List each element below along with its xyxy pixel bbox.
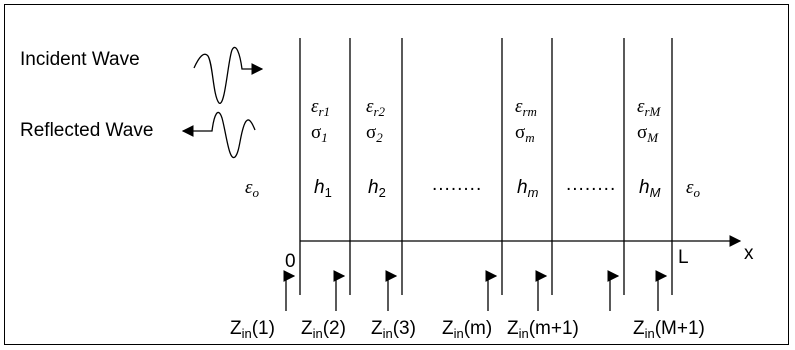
layer-ellipsis: ........ — [566, 174, 617, 195]
reflected-wave-icon — [181, 111, 256, 158]
layer-2-epsilon: εr2 — [366, 96, 386, 119]
layer-m-epsilon: εrm — [515, 96, 537, 119]
right-medium-epsilon: εo — [686, 177, 700, 200]
impedance-label: Zin(2) — [301, 318, 346, 341]
impedance-label: Zin(m) — [442, 318, 493, 341]
layer-M-thickness: hM — [639, 177, 661, 200]
impedance-label: Zin(m+1) — [507, 318, 579, 341]
layer-1-epsilon: εr1 — [311, 96, 331, 119]
impedance-arrow-icon — [607, 270, 620, 311]
impedance-arrow-icon — [535, 270, 548, 311]
layer-boundaries — [299, 38, 673, 295]
diagram-frame — [4, 4, 789, 345]
layer-M-sigma: σM — [637, 122, 659, 145]
impedance-arrow-icon — [333, 270, 346, 311]
impedance-label: Zin(3) — [371, 318, 416, 341]
layer-2-thickness: h2 — [368, 177, 386, 200]
incident-wave-icon — [193, 46, 264, 104]
axis-x-label: x — [744, 243, 754, 264]
layer-ellipsis: ........ — [432, 174, 483, 195]
axis-origin-label: 0 — [285, 251, 296, 272]
left-medium-epsilon: εo — [245, 177, 259, 200]
layer-M-epsilon: εrM — [637, 96, 661, 119]
impedance-label: Zin(M+1) — [633, 318, 705, 341]
axis-end-label: L — [678, 247, 689, 268]
incident-wave-label: Incident Wave — [20, 49, 140, 70]
layer-1-thickness: h1 — [314, 177, 332, 200]
reflected-wave-label: Reflected Wave — [20, 120, 154, 141]
layer-1-sigma: σ1 — [311, 122, 328, 145]
impedance-label: Zin(1) — [230, 318, 275, 341]
impedance-arrow-icon — [385, 270, 398, 311]
impedance-arrow-icon — [485, 270, 498, 311]
impedance-arrows — [283, 270, 668, 311]
layer-m-sigma: σm — [515, 122, 535, 145]
layer-2-sigma: σ2 — [366, 122, 383, 145]
layer-m-thickness: hm — [517, 177, 539, 200]
impedance-arrow-icon — [283, 270, 296, 311]
impedance-arrow-icon — [655, 270, 668, 311]
